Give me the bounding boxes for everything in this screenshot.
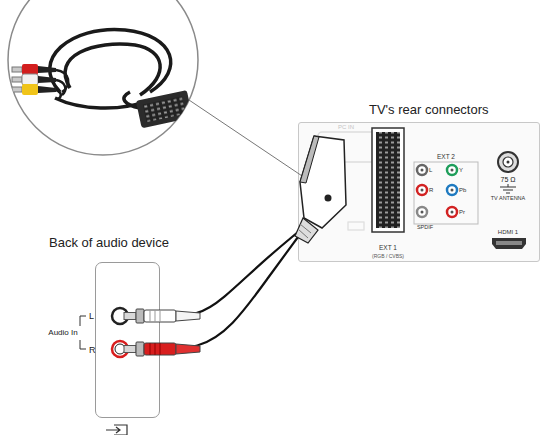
panel-heading: Back of audio device bbox=[49, 236, 199, 251]
scart-plug-photo bbox=[136, 90, 193, 128]
plug-body bbox=[22, 84, 38, 95]
scart-socket-pins bbox=[376, 132, 400, 228]
rca-plug-white bbox=[12, 74, 56, 85]
audio-cable-white bbox=[160, 232, 298, 316]
jack-red bbox=[112, 341, 128, 357]
plug-ribs bbox=[298, 224, 311, 238]
cable-coil bbox=[55, 98, 150, 108]
tv-connectors bbox=[318, 128, 526, 249]
plug-tip bbox=[12, 87, 22, 92]
jack-pin bbox=[451, 211, 454, 214]
plug-body bbox=[22, 74, 38, 85]
audio-device-jacks bbox=[112, 308, 128, 357]
rca-plug-yellow bbox=[12, 84, 56, 95]
plug-body bbox=[22, 64, 38, 75]
plug-boot bbox=[38, 76, 56, 83]
jack-white bbox=[112, 308, 128, 324]
scart-pins bbox=[143, 96, 186, 122]
plug-boot bbox=[38, 66, 56, 73]
cable-photo bbox=[8, 0, 198, 155]
ground-symbol bbox=[500, 184, 516, 193]
jack-pin bbox=[421, 169, 424, 172]
jack-spdif bbox=[417, 207, 427, 217]
scart-body bbox=[136, 90, 193, 128]
input-icon bbox=[106, 425, 127, 435]
cable-lead bbox=[56, 90, 61, 99]
antenna-pin bbox=[507, 161, 510, 164]
scart-plug bbox=[295, 136, 346, 243]
hdmi-port bbox=[492, 238, 526, 249]
jack-pin bbox=[421, 211, 424, 214]
photo-circle bbox=[8, 0, 198, 155]
jack-white bbox=[417, 165, 427, 175]
icon-arrow bbox=[106, 427, 120, 433]
jack-pin bbox=[451, 189, 454, 192]
plug-ribs bbox=[150, 310, 160, 322]
plug-body bbox=[144, 343, 176, 355]
plug-collar bbox=[136, 309, 144, 323]
plug-side bbox=[300, 136, 319, 183]
jack-pin bbox=[451, 169, 454, 172]
plug-tail bbox=[295, 218, 318, 243]
ext2-frame bbox=[414, 162, 478, 224]
cable-coil bbox=[50, 30, 171, 92]
antenna-inner bbox=[503, 157, 513, 167]
tv-rear-panel: TV's rear connectors bbox=[298, 122, 540, 262]
plug-body bbox=[144, 310, 176, 322]
plug-collar bbox=[136, 342, 144, 356]
plug-boot bbox=[176, 311, 200, 321]
audio-device-panel: Back of audio device bbox=[95, 262, 160, 418]
jack-red bbox=[447, 207, 457, 217]
jack-ring bbox=[115, 344, 125, 354]
hdmi-slot bbox=[496, 241, 522, 245]
leader-line bbox=[189, 100, 320, 188]
label-bracket bbox=[80, 316, 86, 349]
plug-boot bbox=[176, 344, 200, 354]
plug-boot bbox=[38, 86, 56, 93]
jack-pin bbox=[421, 189, 424, 192]
cable-lead bbox=[124, 92, 140, 108]
cable-coil bbox=[65, 44, 160, 95]
faint-port bbox=[348, 222, 364, 230]
rca-plug-red bbox=[12, 64, 56, 75]
icon-frame bbox=[114, 425, 127, 435]
jack-green bbox=[447, 165, 457, 175]
photo-content bbox=[12, 30, 193, 129]
input-name: Audio In bbox=[48, 329, 77, 337]
plug-tip bbox=[124, 346, 136, 353]
cable-lead bbox=[56, 80, 65, 95]
plug-tip bbox=[124, 313, 136, 320]
scart-socket bbox=[372, 128, 404, 232]
plug-screw bbox=[325, 195, 332, 202]
panel-heading: TV's rear connectors bbox=[369, 103, 541, 118]
antenna-socket bbox=[498, 152, 518, 172]
rca-plug-white bbox=[124, 309, 200, 323]
cable-lead bbox=[56, 70, 68, 92]
plug-ribs bbox=[150, 343, 160, 355]
channel-name: L bbox=[89, 312, 94, 321]
jack-red bbox=[417, 185, 427, 195]
audio-cable-red bbox=[160, 237, 298, 349]
pc-in-port bbox=[318, 132, 378, 162]
jack-blue bbox=[447, 185, 457, 195]
plug-body bbox=[300, 136, 346, 228]
plug-tip bbox=[12, 67, 22, 72]
plug-tip bbox=[12, 77, 22, 82]
rca-plug-red bbox=[124, 342, 200, 356]
